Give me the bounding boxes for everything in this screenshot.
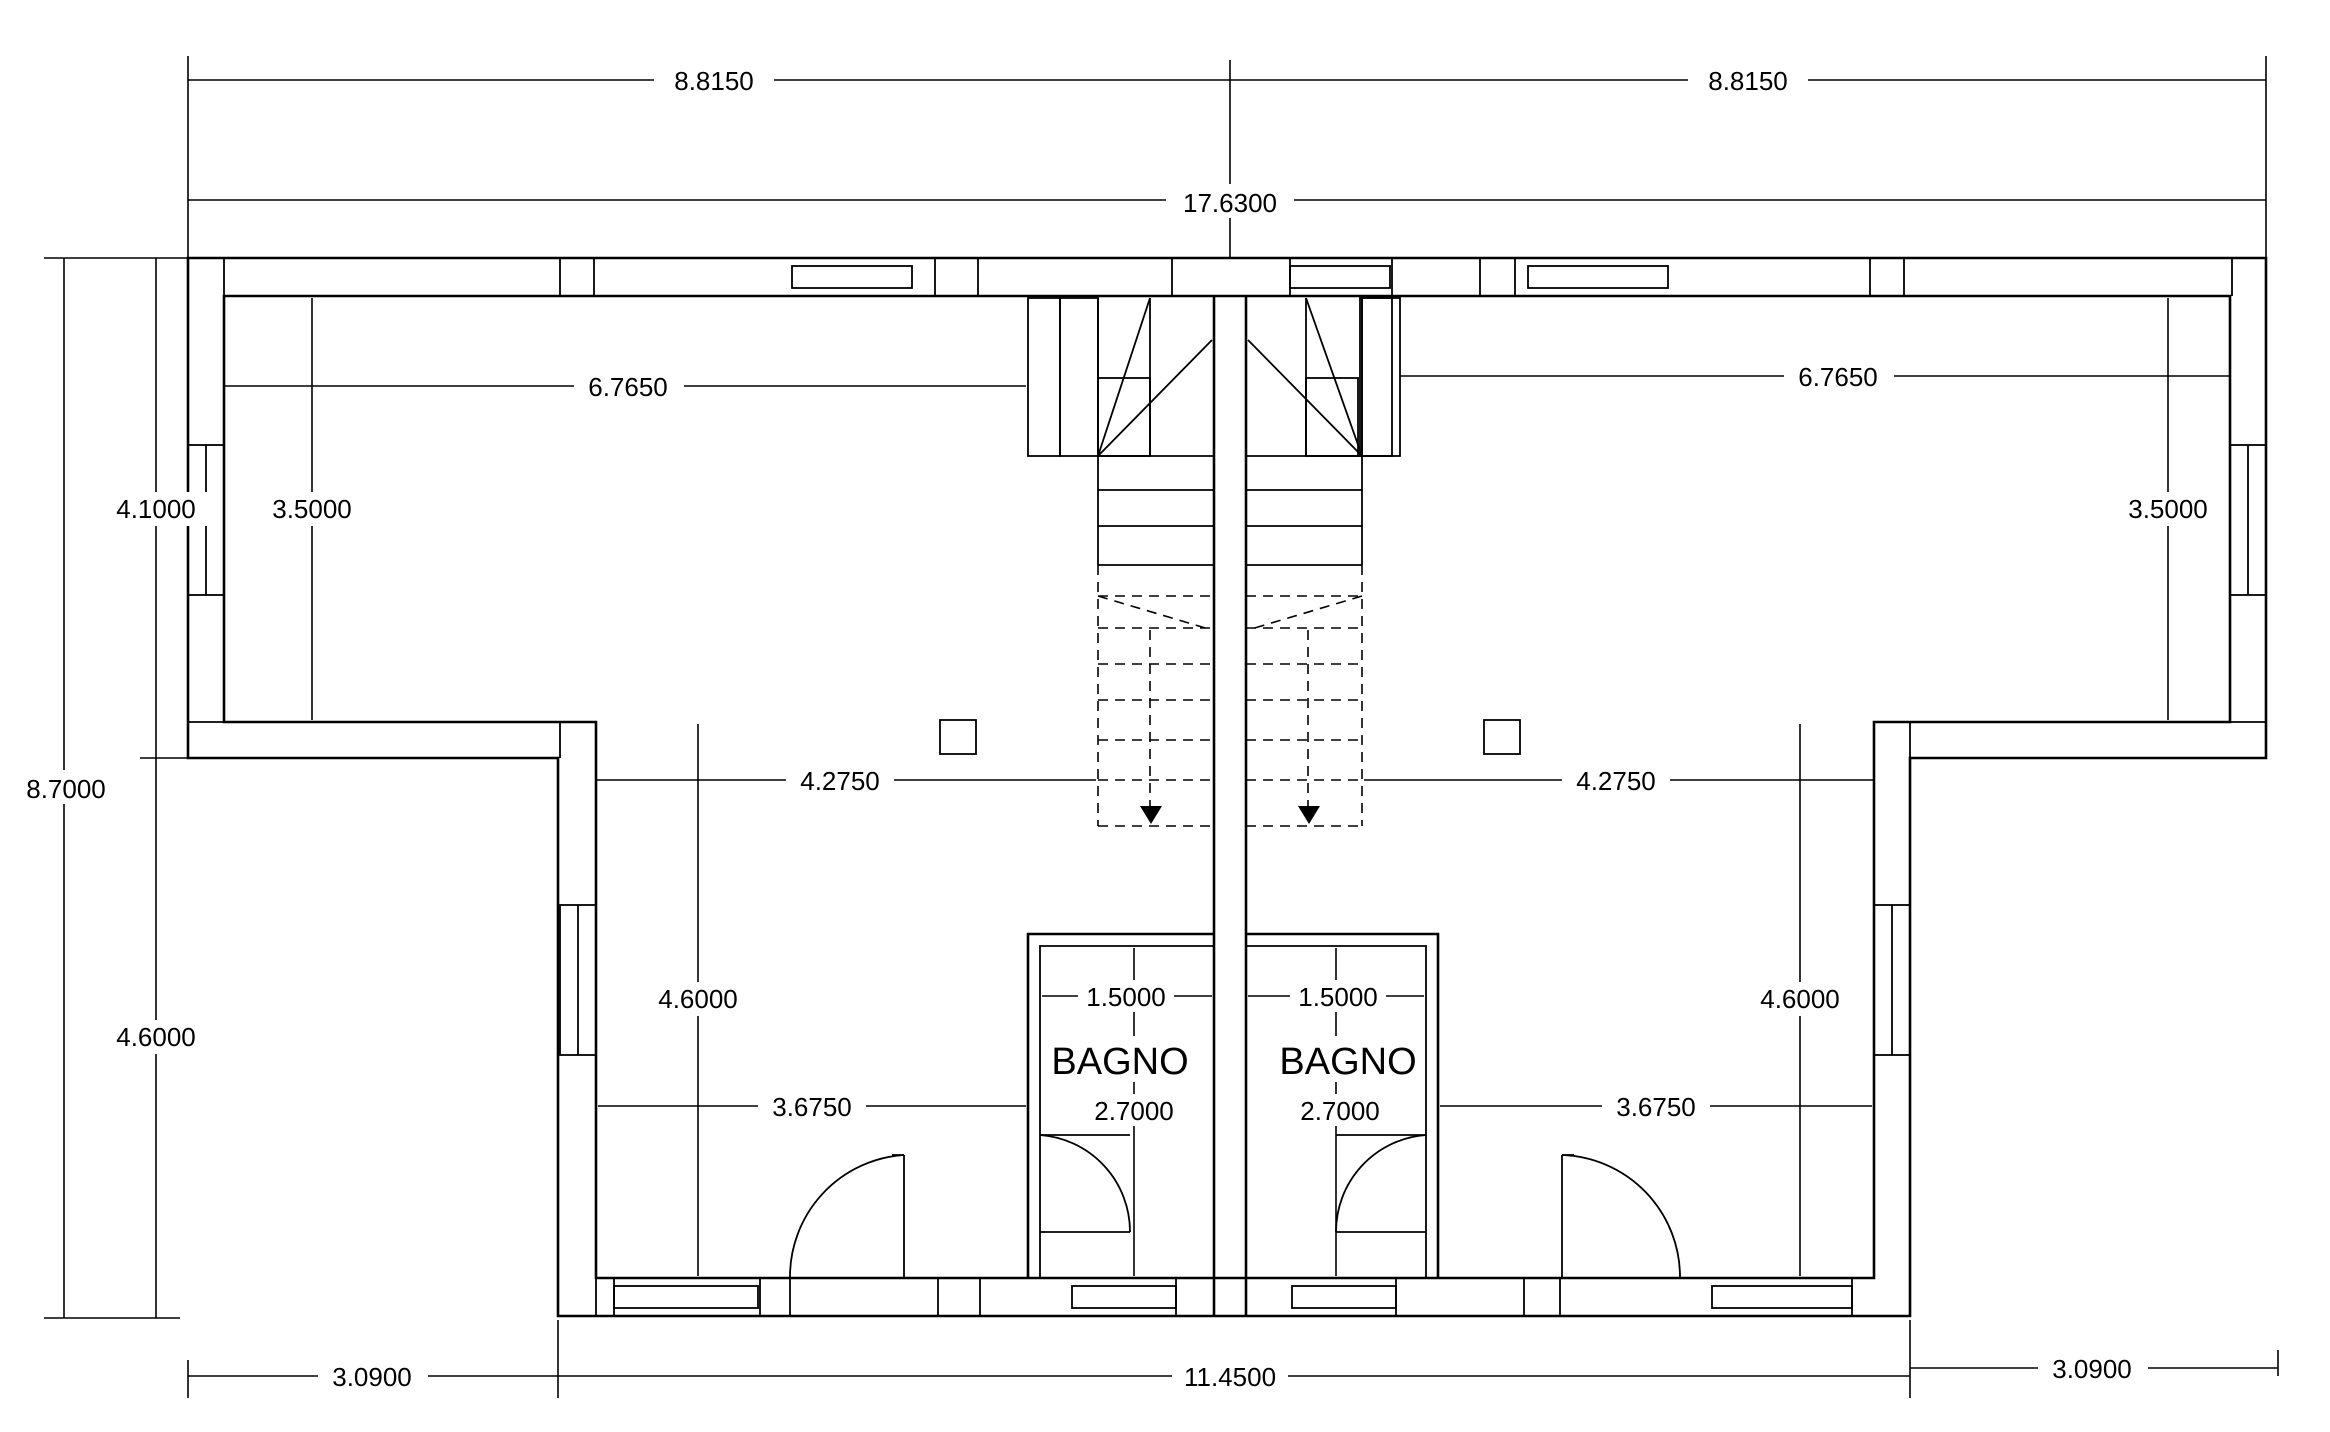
dim-bottom-right-offset: 3.0900 <box>2052 1354 2132 1384</box>
walls <box>186 256 2268 1318</box>
left-staircase <box>1027 297 1214 827</box>
dim-right-bath-width: 1.5000 <box>1298 982 1378 1012</box>
right-bathroom <box>1246 932 1440 1278</box>
dim-top-right-width: 8.8150 <box>1708 66 1788 96</box>
right-staircase <box>1246 297 1401 827</box>
right-column <box>1483 719 1521 755</box>
left-entrance-door <box>789 1154 905 1279</box>
dim-right-room-width: 6.7650 <box>1798 362 1878 392</box>
dim-right-mid-width: 4.2750 <box>1576 766 1656 796</box>
dim-left-mid-width: 4.2750 <box>800 766 880 796</box>
left-bathroom <box>1026 932 1214 1278</box>
right-entrance-door <box>1561 1154 1681 1279</box>
dim-bottom-left-offset: 3.0900 <box>332 1362 412 1392</box>
dim-lower-wing-height: 4.6000 <box>116 1022 196 1052</box>
left-column <box>939 719 977 755</box>
dim-right-bath-depth: 2.7000 <box>1300 1096 1380 1126</box>
dim-right-room-depth: 3.5000 <box>2128 494 2208 524</box>
dim-left-lower-depth: 4.6000 <box>658 984 738 1014</box>
dim-upper-wing-height: 4.1000 <box>116 494 196 524</box>
dim-bottom-center-width: 11.4500 <box>1184 1362 1276 1392</box>
dimension-labels: 8.8150 8.8150 17.6300 8.7000 4.1000 4.60… <box>10 62 2220 1394</box>
room-label-left-bath: BAGNO <box>1051 1041 1188 1083</box>
dim-total-width: 17.6300 <box>1183 188 1277 218</box>
dim-right-lower-width: 3.6750 <box>1616 1092 1696 1122</box>
dim-left-room-depth: 3.5000 <box>272 494 352 524</box>
dim-total-height: 8.7000 <box>26 774 106 804</box>
room-label-right-bath: BAGNO <box>1279 1041 1416 1083</box>
dim-right-lower-depth: 4.6000 <box>1760 984 1840 1014</box>
dim-left-lower-width: 3.6750 <box>772 1092 852 1122</box>
dim-top-left-width: 8.8150 <box>674 66 754 96</box>
dim-left-room-width: 6.7650 <box>588 372 668 402</box>
dim-left-bath-width: 1.5000 <box>1086 982 1166 1012</box>
dim-left-bath-depth: 2.7000 <box>1094 1096 1174 1126</box>
